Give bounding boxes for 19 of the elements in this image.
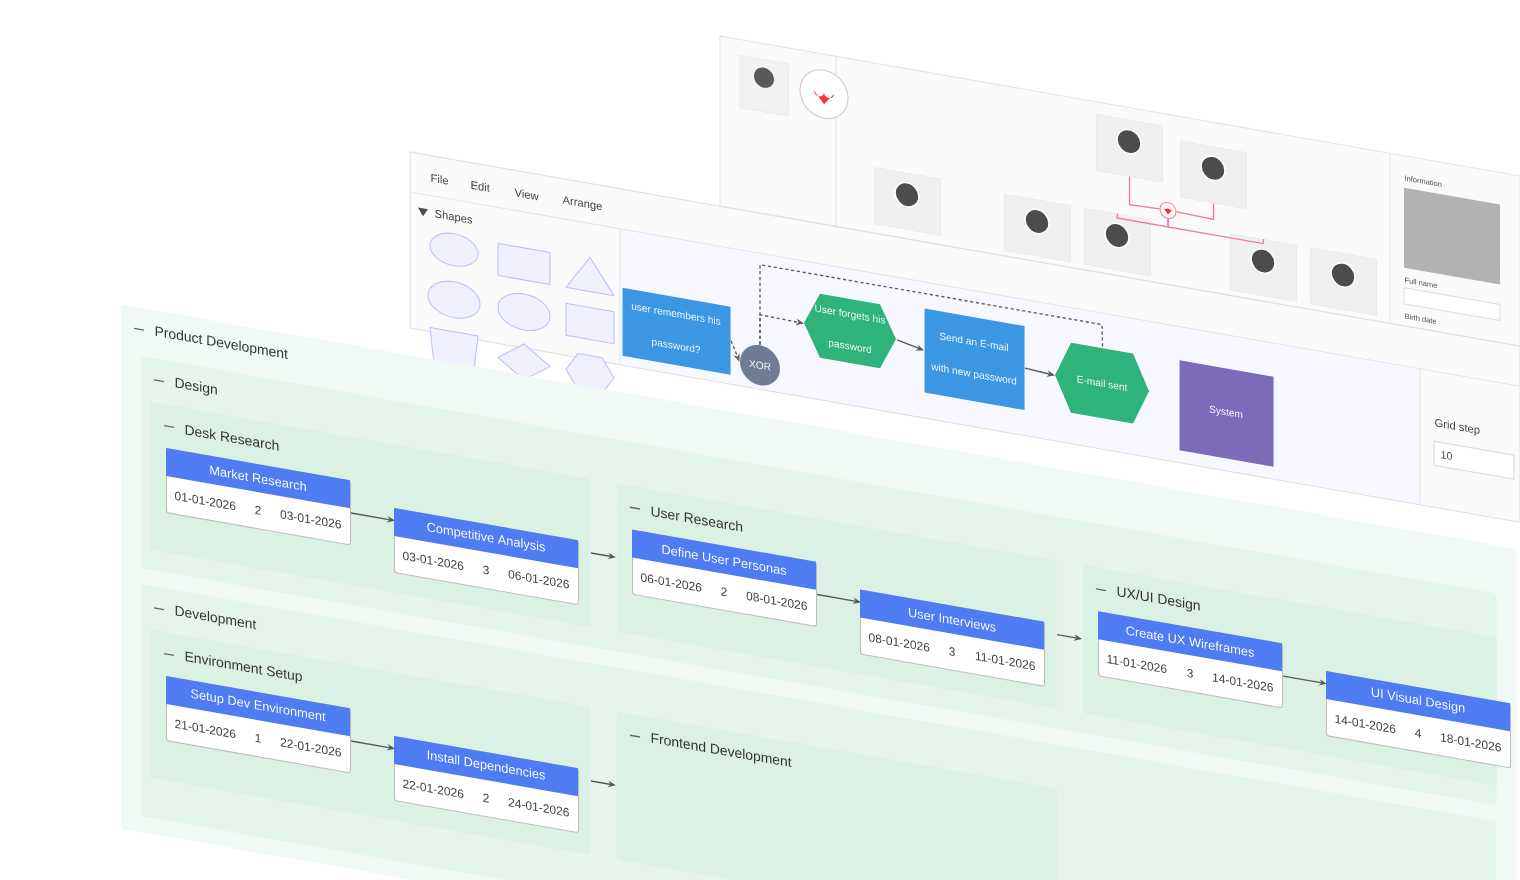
task-card (394, 735, 580, 833)
person-card (1004, 193, 1072, 263)
person-card (1096, 113, 1164, 183)
person-card (1084, 207, 1152, 277)
person-card (874, 166, 942, 236)
heart-junction (1159, 201, 1177, 220)
connector-line (1167, 218, 1265, 245)
task-card (1326, 671, 1512, 768)
connector-line (759, 263, 1104, 349)
connector-line (1128, 176, 1161, 210)
task-card (1098, 611, 1284, 709)
task-card (632, 529, 818, 627)
task-card (860, 589, 1046, 687)
connector-line (1116, 212, 1169, 228)
connector-line (1175, 202, 1215, 221)
task-card (166, 448, 352, 545)
person-card (1180, 140, 1248, 210)
task-card (394, 507, 580, 605)
group-panel (616, 712, 1057, 880)
